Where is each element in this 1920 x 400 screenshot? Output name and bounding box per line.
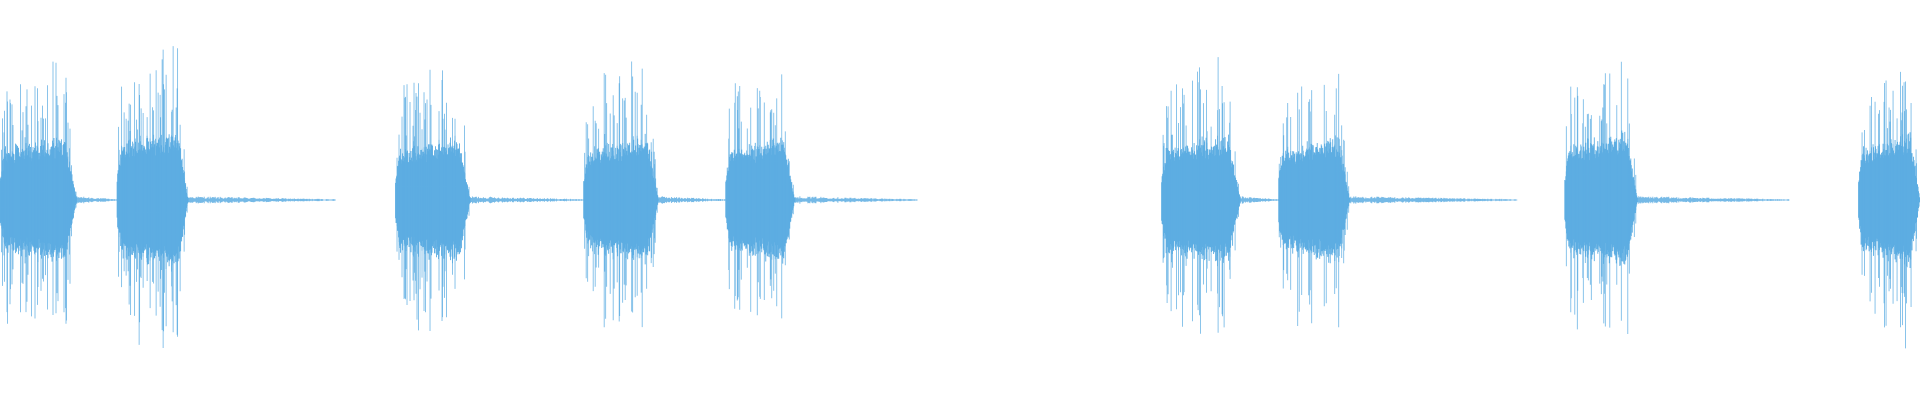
waveform-quiet-segment — [1637, 196, 1790, 204]
waveform-burst — [583, 61, 659, 328]
waveform-burst — [116, 46, 189, 348]
waveform-burst — [725, 74, 796, 319]
waveform-quiet-segment — [469, 196, 584, 204]
waveform-burst — [1278, 73, 1351, 328]
waveform-quiet-segment — [187, 196, 336, 204]
waveform-quiet-segment — [794, 196, 918, 204]
waveform-burst-layer — [0, 46, 1920, 349]
waveform-quiet-segment — [658, 196, 727, 204]
waveform-burst — [0, 61, 77, 324]
waveform-burst — [1564, 61, 1638, 334]
waveform-quiet-segment — [1239, 196, 1279, 204]
waveform-burst — [1161, 57, 1241, 334]
waveform-burst — [1858, 71, 1920, 349]
waveform-quiet-segment — [1349, 196, 1518, 204]
waveform-quiet-layer — [76, 196, 1790, 204]
waveform-quiet-segment — [76, 196, 118, 204]
waveform-burst — [395, 69, 471, 331]
